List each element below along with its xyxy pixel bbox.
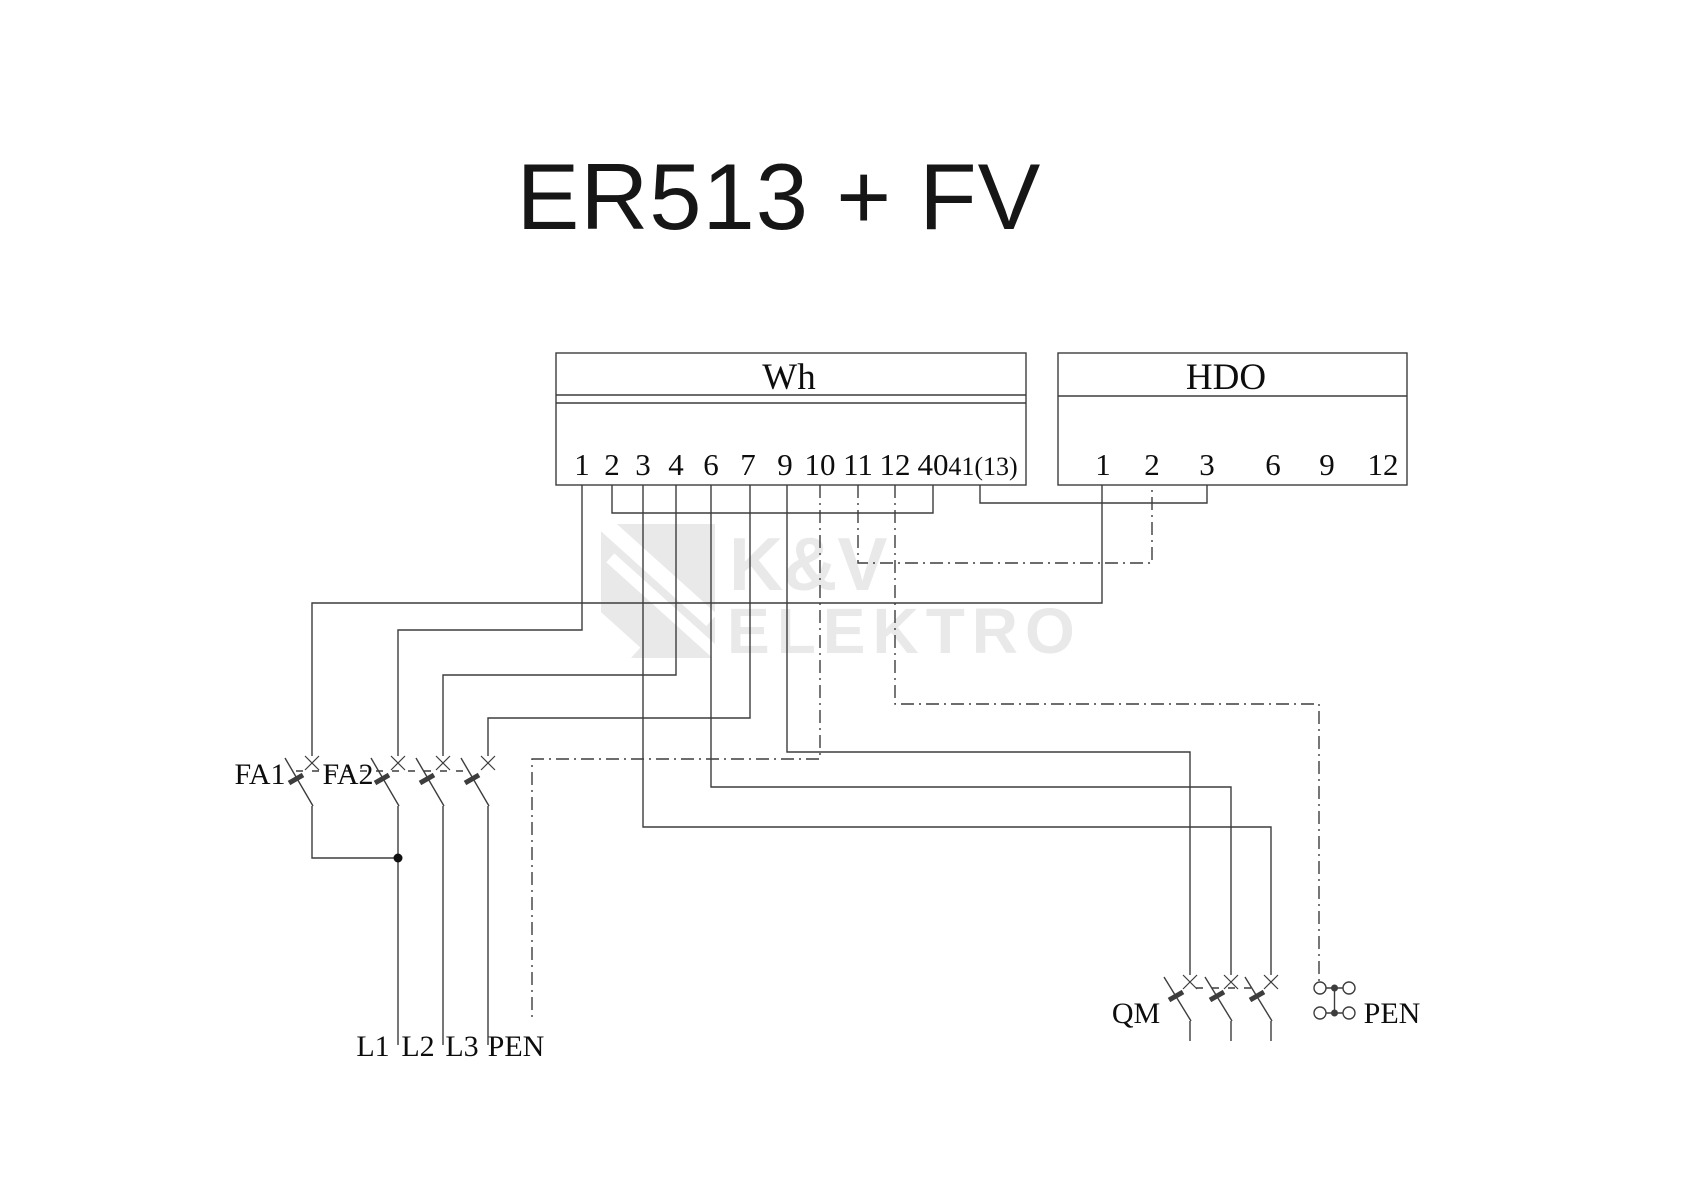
fa2-tick-2 (418, 772, 436, 786)
hdo-terminal-9: 9 (1319, 447, 1335, 482)
line-label-pen: PEN (487, 1030, 545, 1063)
hdo-box-outline (1057, 352, 1408, 486)
wh-terminal-40: 40 (917, 447, 949, 482)
wh-terminal-10: 10 (804, 447, 836, 482)
fa2-label: FA2 (322, 758, 374, 791)
qm-breaker (1163, 974, 1279, 1041)
fa1-label: FA1 (234, 758, 286, 791)
wh-terminal-2: 2 (604, 447, 620, 482)
wire-wh6-qm2 (710, 485, 1232, 975)
kv-elektro-logo (601, 524, 715, 658)
wh-terminal-6: 6 (703, 447, 719, 482)
pen-block-label: PEN (1363, 997, 1421, 1030)
fa2-blade-2 (415, 757, 445, 807)
qm-blade-3 (1244, 976, 1273, 1022)
qm-blade-1 (1163, 976, 1192, 1022)
qm-tick-1 (1167, 989, 1185, 1003)
hdo-terminal-12: 12 (1367, 447, 1399, 482)
fa-contact-crosses (304, 755, 496, 771)
qm-tick-2 (1208, 989, 1226, 1003)
hdo-terminal-3: 3 (1199, 447, 1215, 482)
wire-wh7-fa2p3 (487, 485, 751, 756)
wire-wh9-qm1 (786, 485, 1191, 975)
fa2-blade-3 (460, 757, 490, 807)
watermark-text-kv: K&V (729, 522, 888, 606)
hdo-terminal-6: 6 (1265, 447, 1281, 482)
fa2-tick-1 (373, 772, 391, 786)
page-title: ER513 + FV (516, 144, 1042, 249)
wire-wh41-hdo3 (979, 485, 1208, 504)
qm-contact-crosses (1182, 974, 1279, 990)
wire-fa1-hdo1 (311, 485, 1103, 756)
qm-label: QM (1111, 997, 1161, 1030)
wire-wh12-pen-right (894, 485, 1320, 981)
wh-box-label: Wh (762, 357, 816, 398)
wh-terminal-7: 7 (740, 447, 756, 482)
wire-wh1-fa2p1 (397, 485, 583, 756)
fa-breakers (284, 755, 496, 807)
line-label-l1: L1 (356, 1030, 390, 1063)
wh-terminal-11: 11 (843, 447, 873, 482)
fa1-blade (284, 757, 314, 807)
wh-terminal-9: 9 (777, 447, 793, 482)
fa1-tick (287, 772, 305, 786)
junction-dot (393, 853, 403, 863)
wh-terminal-1: 1 (574, 447, 590, 482)
wh-terminal-41-13: 41(13) (948, 452, 1018, 481)
wire-fa1-out (311, 806, 398, 859)
wh-box-outline (555, 352, 1027, 486)
phase-wires (311, 485, 1272, 1045)
wire-wh4-fa2p2 (442, 485, 677, 756)
fa2-tick-3 (463, 772, 481, 786)
line-label-l2: L2 (401, 1030, 435, 1063)
wh-terminal-12: 12 (879, 447, 911, 482)
wh-terminal-3: 3 (635, 447, 651, 482)
hdo-terminal-2: 2 (1144, 447, 1160, 482)
wh-terminal-4: 4 (668, 447, 684, 482)
qm-tails (1189, 1021, 1272, 1041)
wire-wh2-wh40-bus (611, 485, 934, 514)
wire-wh3-qm3 (642, 485, 1272, 975)
fa2-blade-1 (370, 757, 400, 807)
wire-wh11-hdo2 (857, 485, 1153, 564)
hdo-terminal-1: 1 (1095, 447, 1111, 482)
watermark-text-elektro: ELEKTRO (727, 595, 1082, 667)
hdo-box-label: HDO (1185, 357, 1267, 398)
pen-terminal-block (1313, 981, 1356, 1020)
qm-tick-3 (1248, 989, 1266, 1003)
qm-blade-2 (1204, 976, 1233, 1022)
wire-wh10-pen-left (531, 485, 821, 1022)
line-label-l3: L3 (445, 1030, 479, 1063)
neutral-wires (531, 485, 1320, 1022)
